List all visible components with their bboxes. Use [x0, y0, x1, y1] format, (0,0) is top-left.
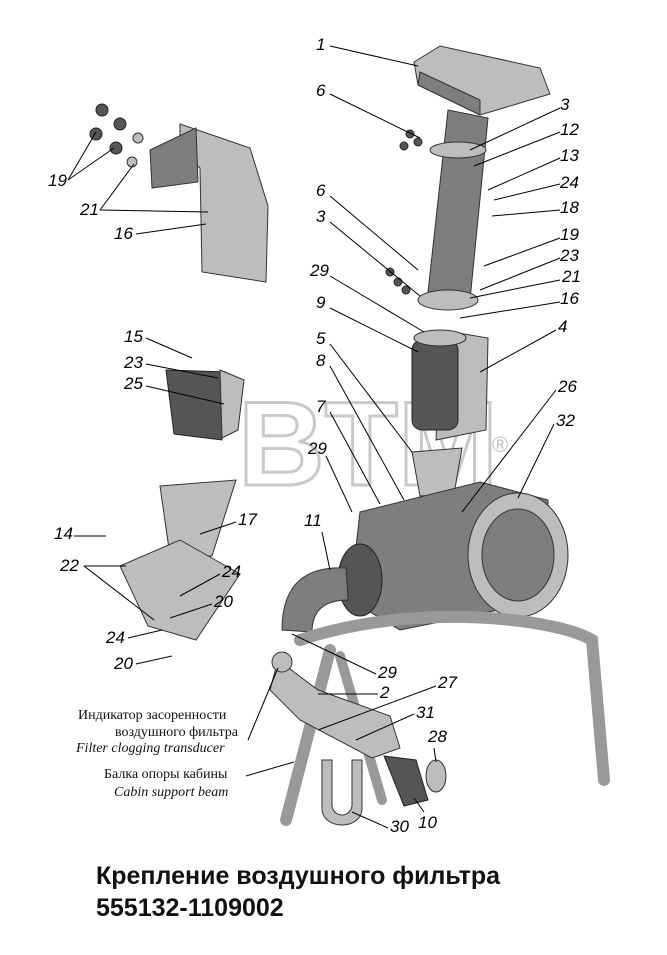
- callouts: 1 6 3 12 13 24 18 19 23 21 16 6 3 29 9 5…: [48, 35, 581, 836]
- callout: 19: [560, 225, 579, 244]
- callout: 31: [416, 703, 435, 722]
- callout: 19: [48, 171, 67, 190]
- bellows-hose: [411, 329, 467, 431]
- callout: 15: [124, 327, 143, 346]
- indicator-label-ru: Индикатор засоренности: [78, 708, 227, 723]
- callout: 6: [316, 181, 326, 200]
- callout: 12: [560, 120, 579, 139]
- rubber-hose: [383, 755, 429, 807]
- callout: 13: [560, 146, 579, 165]
- callout: 21: [561, 267, 581, 286]
- callout: 3: [316, 207, 326, 226]
- callout: 18: [560, 198, 579, 217]
- exploded-parts-diagram: BTM ®: [48, 35, 610, 836]
- callout: 9: [316, 293, 326, 312]
- callout: 17: [238, 510, 257, 529]
- callout: 29: [307, 439, 327, 458]
- intake-pipe: [417, 109, 489, 311]
- callout: 24: [221, 562, 241, 581]
- callout: 25: [123, 374, 143, 393]
- callout: 11: [304, 511, 322, 530]
- callout: 16: [114, 224, 133, 243]
- callout: 3: [560, 95, 570, 114]
- callout: 7: [316, 397, 326, 416]
- callout: 23: [559, 246, 579, 265]
- clogging-indicator: [271, 651, 293, 673]
- intake-cap: [413, 45, 551, 116]
- title-line-1: Крепление воздушного фильтра: [96, 862, 501, 890]
- callout: 20: [113, 654, 133, 673]
- callout: 24: [559, 173, 579, 192]
- callout: 29: [377, 663, 397, 682]
- callout: 6: [316, 81, 326, 100]
- air-filter-housing: [337, 481, 569, 631]
- callout: 27: [437, 673, 457, 692]
- callout: 23: [123, 353, 143, 372]
- callout: 28: [427, 727, 447, 746]
- beam-label-ru: Балка опоры кабины: [104, 767, 228, 782]
- callout: 1: [316, 35, 325, 54]
- clamp-ring: [425, 759, 447, 793]
- beam-label-en: Cabin support beam: [114, 785, 228, 800]
- diagram-title: Крепление воздушного фильтра 555132-1109…: [96, 860, 500, 924]
- callout: 8: [316, 351, 326, 370]
- watermark-registered: ®: [492, 432, 508, 457]
- callout: 5: [316, 329, 326, 348]
- annotations: Индикатор засоренности воздушного фильтр…: [75, 667, 295, 800]
- callout: 30: [390, 817, 409, 836]
- callout: 10: [418, 813, 437, 832]
- indicator-label-ru-2: воздушного фильтра: [115, 725, 239, 740]
- callout: 32: [556, 411, 575, 430]
- callout: 14: [54, 524, 73, 543]
- intake-elbow: [281, 567, 349, 633]
- callout: 21: [79, 200, 99, 219]
- callout: 26: [557, 377, 577, 396]
- callout: 4: [558, 317, 567, 336]
- indicator-label-en: Filter clogging transducer: [75, 741, 225, 756]
- callout: 16: [560, 289, 579, 308]
- callout: 29: [309, 261, 329, 280]
- title-line-2: 555132-1109002: [96, 894, 284, 922]
- u-tube: [321, 759, 363, 826]
- callout: 20: [213, 592, 233, 611]
- callout: 22: [59, 556, 79, 575]
- callout: 24: [105, 628, 125, 647]
- bracket-assembly: [89, 103, 269, 283]
- callout: 2: [379, 683, 390, 702]
- left-bellows-group: [119, 369, 245, 641]
